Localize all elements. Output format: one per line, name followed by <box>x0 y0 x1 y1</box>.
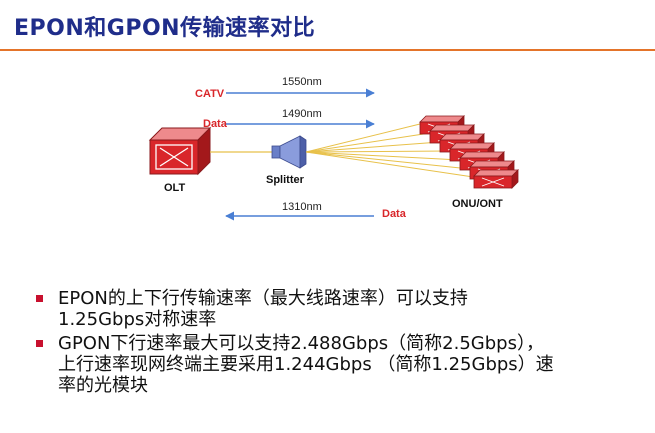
onu-label: ONU/ONT <box>452 198 503 210</box>
data-down-label: Data <box>203 118 228 130</box>
drop-fibers <box>305 123 481 179</box>
onu-icon <box>419 115 519 189</box>
olt-label: OLT <box>164 182 185 194</box>
catv-label: CATV <box>195 88 225 100</box>
pon-diagram: CATV Data 1550nm 1490nm 1310nm Data OLT … <box>148 76 519 221</box>
wavelength-1550: 1550nm <box>282 76 322 88</box>
bullet-list: EPON的上下行传输速率（最大线路速率）可以支持 1.25Gbps对称速率 GP… <box>36 288 636 399</box>
bullet-gpon-text: GPON下行速率最大可以支持2.488Gbps（简称2.5Gbps）， 上行速率… <box>58 333 554 396</box>
wavelength-1310: 1310nm <box>282 201 322 213</box>
bullet-epon: EPON的上下行传输速率（最大线路速率）可以支持 1.25Gbps对称速率 <box>36 288 636 330</box>
bullet-marker <box>36 340 43 347</box>
slide-title: EPON和GPON传输速率对比 <box>14 16 316 41</box>
title-divider <box>0 49 655 51</box>
splitter-icon <box>271 135 307 169</box>
bullet-gpon: GPON下行速率最大可以支持2.488Gbps（简称2.5Gbps）， 上行速率… <box>36 333 636 396</box>
splitter-label: Splitter <box>266 174 305 186</box>
bullet-marker <box>36 295 43 302</box>
wavelength-1490: 1490nm <box>282 108 322 120</box>
data-up-label: Data <box>382 208 407 220</box>
bullet-epon-text: EPON的上下行传输速率（最大线路速率）可以支持 1.25Gbps对称速率 <box>58 288 468 330</box>
olt-icon <box>148 126 212 176</box>
